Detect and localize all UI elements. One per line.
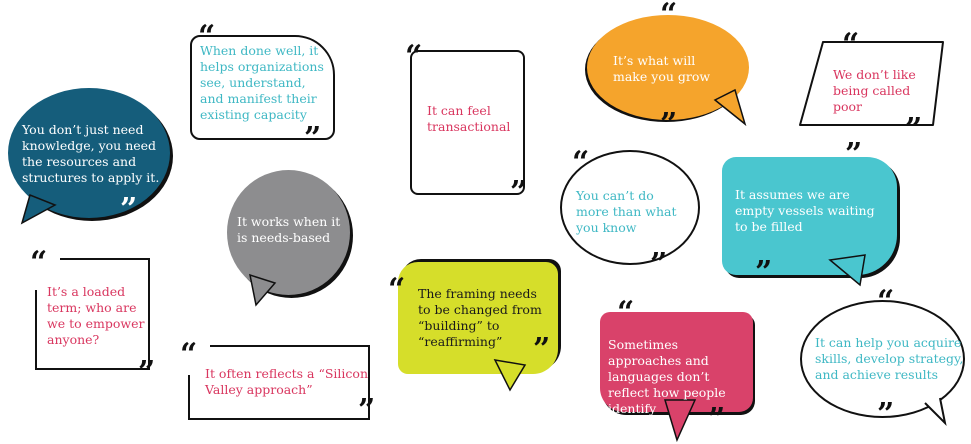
- bubble-text: It often reflects a “Silicon Valley appr…: [205, 366, 369, 397]
- close-quote-icon: ”: [660, 107, 678, 142]
- close-quote-icon: ”: [510, 175, 528, 210]
- open-quote-icon: “: [842, 27, 860, 62]
- close-quote-icon: ”: [304, 121, 322, 156]
- bubble-text: It can help you acquire skills, develop …: [815, 335, 964, 382]
- bubble-tail: [20, 193, 57, 225]
- bubble-tail: [493, 359, 527, 392]
- open-quote-icon: “: [877, 284, 895, 319]
- bubble-text: You don’t just need knowledge, you need …: [22, 122, 160, 185]
- bubble-done-well: [190, 35, 335, 140]
- bubble-tail: [924, 397, 947, 427]
- open-quote-icon: “: [30, 245, 48, 280]
- bubble-border-left: [188, 375, 190, 420]
- bubble-text: It can feel transactional: [427, 103, 511, 134]
- bubble-border-top: [210, 345, 370, 347]
- bubble-framing: [398, 262, 558, 374]
- open-quote-icon: “: [388, 272, 406, 307]
- bubble-text: When done well, it helps organizations s…: [200, 43, 324, 122]
- bubble-text: The framing needs to be changed from “bu…: [418, 286, 542, 349]
- bubble-results: [800, 300, 965, 418]
- bubble-text: We don’t like being called poor: [833, 67, 916, 114]
- bubble-loaded-term: [35, 258, 150, 370]
- close-quote-icon: ”: [755, 255, 773, 290]
- close-quote-icon: ”: [650, 247, 668, 282]
- bubble-tail: [249, 273, 277, 307]
- open-quote-icon: “: [572, 145, 590, 180]
- bubble-border-top: [60, 258, 150, 260]
- bubble-text: It works when it is needs-based: [237, 214, 341, 245]
- bubble-silicon-valley: [188, 345, 370, 420]
- open-quote-icon: “: [660, 0, 678, 32]
- bubble-transactional: [410, 50, 525, 195]
- bubble-identify: [600, 312, 753, 412]
- bubble-poor: [799, 41, 944, 126]
- bubble-tail: [828, 254, 866, 287]
- bubble-text: You can’t do more than what you know: [576, 188, 677, 235]
- close-quote-icon: ”: [877, 397, 895, 432]
- close-quote-icon: ”: [358, 393, 376, 428]
- open-quote-icon: ”: [845, 137, 863, 172]
- bubble-text: It’s what will make you grow: [613, 53, 711, 84]
- open-quote-icon: “: [198, 19, 216, 54]
- open-quote-icon: “: [180, 337, 198, 372]
- close-quote-icon: ”: [708, 402, 726, 437]
- close-quote-icon: ”: [533, 332, 551, 367]
- open-quote-icon: “: [30, 85, 48, 120]
- close-quote-icon: ”: [120, 192, 138, 227]
- bubble-tail: [713, 88, 747, 127]
- bubble-border-left: [35, 290, 37, 370]
- bubble-text: It’s a loaded term; who are we to empowe…: [47, 284, 145, 347]
- bubble-text: It assumes we are empty vessels waiting …: [735, 187, 875, 234]
- bubble-text: Sometimes approaches and languages don’t…: [608, 337, 726, 416]
- bubble-tail: [663, 399, 697, 443]
- bubble-cant-do: [560, 150, 700, 265]
- close-quote-icon: ”: [905, 112, 923, 147]
- close-quote-icon: ”: [138, 355, 156, 390]
- bubble-empty-vessels: [722, 157, 897, 275]
- bubble-needs-based: [227, 170, 350, 295]
- open-quote-icon: “: [617, 295, 635, 330]
- open-quote-icon: “: [405, 39, 423, 74]
